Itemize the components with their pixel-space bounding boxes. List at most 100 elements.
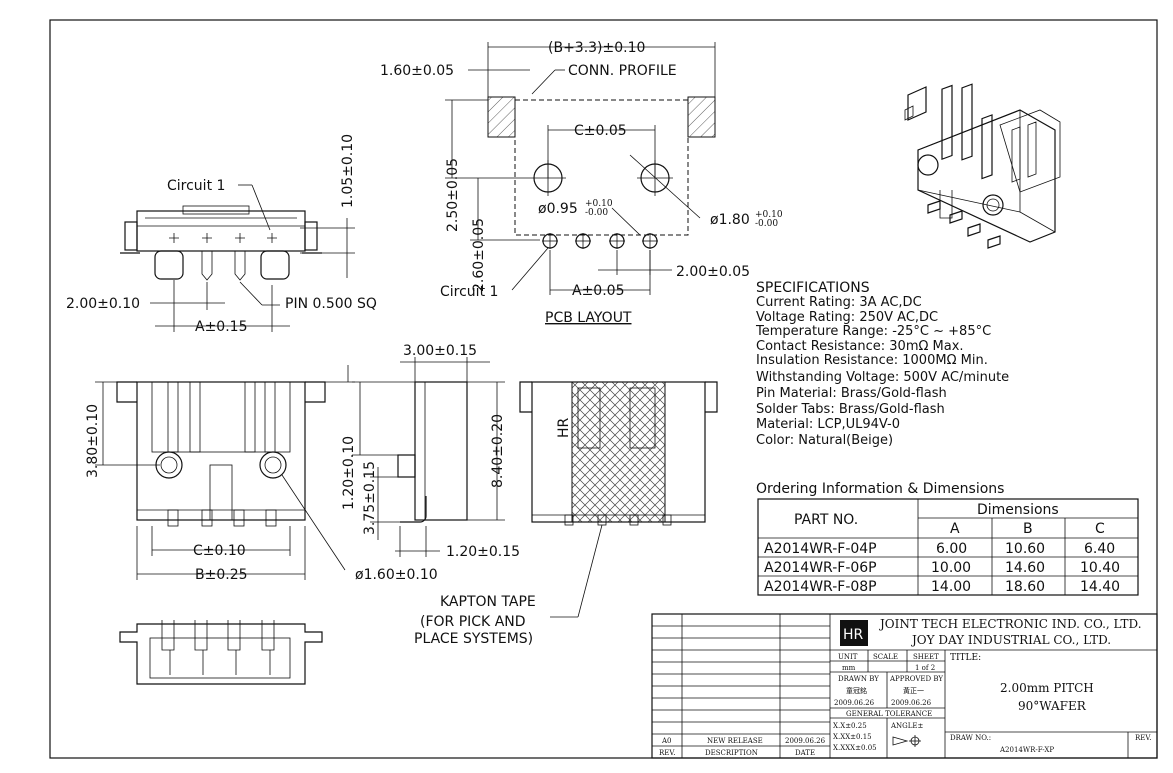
- approved-label: APPROVED BY: [889, 675, 943, 683]
- company-logo: HR: [843, 627, 864, 643]
- spec-line: Material: LCP,UL94V-0: [756, 417, 900, 432]
- row2-c: 10.40: [1080, 560, 1120, 576]
- dim-375: 3.75±0.15: [362, 461, 378, 535]
- sheet-value: 1 of 2: [915, 664, 935, 672]
- rev-date: 2009.06.26: [785, 737, 826, 745]
- hole-095-label: ø0.95: [538, 201, 578, 217]
- ordering-title: Ordering Information & Dimensions: [756, 481, 1004, 497]
- scale-label: SCALE: [873, 653, 898, 661]
- tolerance-2: X.XX±0.15: [833, 733, 872, 741]
- hole-180-label: ø1.80: [710, 212, 750, 228]
- ordering-table: Ordering Information & Dimensions PART N…: [756, 481, 1139, 596]
- pcb-pin-holes: [542, 233, 658, 249]
- hole-180-tol-top: +0.10: [755, 210, 783, 220]
- sheet-label: SHEET: [913, 653, 939, 661]
- row1-b: 10.60: [1005, 541, 1045, 557]
- circuit1-top-label: Circuit 1: [167, 178, 225, 194]
- dim-peg: ø1.60±0.10: [355, 567, 438, 583]
- dim-c-front: C±0.10: [193, 543, 246, 559]
- angle-label: ANGLE±: [890, 722, 924, 730]
- hole-095-tol-bot: -0.00: [585, 208, 608, 218]
- front-view: 3.80±0.10 C±0.10 B±0.25 ø1.60±0.10: [85, 365, 438, 583]
- hole-095-tol-top: +0.10: [585, 199, 613, 209]
- isometric-view: [904, 83, 1061, 249]
- approved-date: 2009.06.26: [891, 699, 932, 707]
- kapton-line2: (FOR PICK AND: [420, 614, 526, 630]
- dim-120h: 1.20±0.15: [446, 544, 520, 560]
- spec-title: SPECIFICATIONS: [756, 280, 870, 296]
- dim-250: 2.50±0.05: [445, 158, 461, 232]
- dim-840: 8.40±0.20: [490, 414, 506, 488]
- dim-c-pcb: C±0.05: [574, 123, 627, 139]
- row2-b: 14.60: [1005, 560, 1045, 576]
- dim-260: 2.60±0.05: [471, 218, 487, 292]
- title-block: A0 NEW RELEASE 2009.06.26 REV. DESCRIPTI…: [651, 613, 1158, 759]
- title-line-1: 2.00mm PITCH: [1000, 681, 1094, 695]
- spec-line: Solder Tabs: Brass/Gold-flash: [756, 402, 945, 417]
- spec-line: Pin Material: Brass/Gold-flash: [756, 386, 947, 401]
- date-col-header: DATE: [795, 749, 815, 757]
- dim-pitch-top: 2.00±0.10: [66, 296, 140, 312]
- dim-b-plus: (B+3.3)±0.10: [548, 40, 645, 56]
- dim-105: 1.05±0.10: [340, 134, 356, 208]
- tolerance-1: X.X±0.25: [833, 722, 867, 730]
- dim-380: 3.80±0.10: [85, 404, 101, 478]
- row3-part: A2014WR-F-08P: [764, 579, 877, 595]
- spec-line: Contact Resistance: 30mΩ Max.: [756, 339, 964, 354]
- dim-pitch-pcb: 2.00±0.05: [676, 264, 750, 280]
- title-label: TITLE:: [950, 653, 981, 663]
- spec-line: Temperature Range: -25°C ~ +85°C: [755, 324, 991, 339]
- drawing-border: [49, 19, 1158, 759]
- col-a-header: A: [950, 521, 960, 537]
- drawn-date: 2009.06.26: [834, 699, 875, 707]
- dim-120v: 1.20±0.10: [341, 436, 357, 510]
- new-release: NEW RELEASE: [707, 737, 763, 745]
- rev-col-header: REV.: [659, 749, 675, 757]
- spec-line: Voltage Rating: 250V AC,DC: [756, 310, 938, 325]
- draw-no-value: A2014WR-F-XP: [999, 746, 1054, 754]
- tolerance-label: GENERAL TOLERANCE: [846, 710, 932, 718]
- pcb-layout-title: PCB LAYOUT: [545, 310, 632, 326]
- dimensions-header: Dimensions: [977, 502, 1059, 518]
- dim-a-top: A±0.15: [195, 319, 247, 335]
- row3-a: 14.00: [931, 579, 971, 595]
- unit-label: UNIT: [838, 653, 858, 661]
- specifications: SPECIFICATIONS Current Rating: 3A AC,DC …: [755, 280, 1009, 448]
- spec-line: Color: Natural(Beige): [756, 433, 893, 448]
- unit-value: mm: [842, 664, 856, 672]
- dim-300: 3.00±0.15: [403, 343, 477, 359]
- spec-line: Insulation Resistance: 1000MΩ Min.: [756, 353, 988, 368]
- draw-no-label: DRAW NO.:: [950, 734, 991, 742]
- row1-part: A2014WR-F-04P: [764, 541, 877, 557]
- rear-view: HR: [519, 381, 718, 526]
- dim-a-pcb: A±0.05: [572, 283, 624, 299]
- row1-c: 6.40: [1084, 541, 1115, 557]
- dim-conn-width: 1.60±0.05: [380, 63, 454, 79]
- col-b-header: B: [1023, 521, 1033, 537]
- projection-symbol-icon: [892, 735, 921, 747]
- hole-180-tol-bot: -0.00: [755, 219, 778, 229]
- row1-a: 6.00: [936, 541, 967, 557]
- company-name-1: JOINT TECH ELECTRONIC IND. CO., LTD.: [878, 617, 1142, 631]
- pin-size-label: PIN 0.500 SQ: [285, 296, 377, 312]
- col-c-header: C: [1095, 521, 1105, 537]
- side-view: 3.00±0.15 1.20±0.10 3.75±0.15 1.20±0.15 …: [341, 343, 520, 560]
- drawn-name: 童冠銘: [846, 686, 867, 695]
- pcb-layout-view: (B+3.3)±0.10 1.60±0.05 CONN. PROFILE C±0…: [380, 40, 783, 326]
- spec-line: Current Rating: 3A AC,DC: [756, 295, 922, 310]
- row3-c: 14.40: [1080, 579, 1120, 595]
- row3-b: 18.60: [1005, 579, 1045, 595]
- kapton-note: KAPTON TAPE (FOR PICK AND PLACE SYSTEMS): [414, 524, 603, 647]
- rev-label: REV.: [1135, 734, 1151, 742]
- hr-mark: HR: [556, 417, 572, 438]
- title-line-2: 90°WAFER: [1018, 699, 1087, 713]
- desc-col-header: DESCRIPTION: [705, 749, 758, 757]
- top-view: Circuit 1 1.05±0.10 2.00±0.10 PIN 0.500 …: [66, 134, 377, 335]
- dim-b-front: B±0.25: [195, 567, 248, 583]
- company-name-2: JOY DAY INDUSTRIAL CO., LTD.: [910, 633, 1111, 647]
- approved-name: 黃正一: [903, 686, 924, 695]
- tolerance-3: X.XXX±0.05: [833, 744, 877, 752]
- row2-a: 10.00: [931, 560, 971, 576]
- part-no-header: PART NO.: [794, 512, 858, 528]
